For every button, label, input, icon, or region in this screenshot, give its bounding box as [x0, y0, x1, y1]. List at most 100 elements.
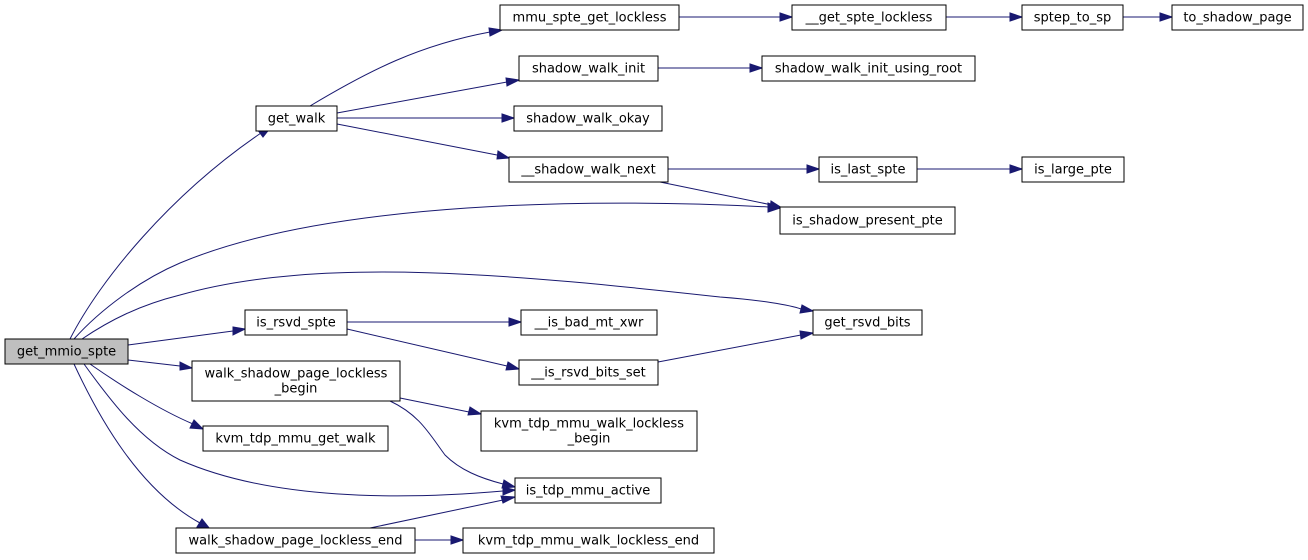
edge-is_rsvd_spte-to-is_bad_mt_xwr — [347, 317, 523, 327]
node-box — [462, 527, 715, 554]
node-kvm-tdp-mmu-get-walk[interactable]: kvm_tdp_mmu_get_walk — [202, 425, 389, 452]
edge-walk_shadow_page_lockless_end-to-is_tdp_mmu_active — [369, 495, 517, 529]
node-label: walk_shadow_page_lockless_end — [189, 534, 403, 549]
node-sptep-to-sp[interactable]: sptep_to_sp — [1021, 4, 1124, 31]
edge-arrowhead-icon — [189, 419, 205, 430]
node-label: __get_spte_lockless — [805, 11, 933, 26]
edge-shadow_walk_init-to-shadow_walk_init_using_root — [658, 63, 764, 73]
edge-is_rsvd_bits_set-to-get_rsvd_bits — [657, 330, 815, 363]
node-box — [1021, 4, 1124, 31]
edge-get_mmio_spte-to-is_shadow_present_pte — [73, 202, 782, 340]
node-box — [244, 309, 348, 336]
edge-arrowhead-icon — [779, 12, 794, 22]
edge-get_mmio_spte-to-kvm_tdp_mmu_get_walk — [89, 363, 205, 430]
edge-arrowhead-icon — [502, 486, 517, 496]
node-label: is_tdp_mmu_active — [526, 484, 651, 499]
edge-shadow_walk_next-to-is_last_spte — [668, 164, 821, 174]
node-mmu-spte-get-lockless[interactable]: mmu_spte_get_lockless — [499, 4, 680, 31]
edge-arrowhead-icon — [749, 63, 764, 73]
edge-arrowhead-icon — [179, 361, 194, 371]
node-box — [514, 477, 662, 504]
node-get-mmio-spte[interactable]: get_mmio_spte — [4, 338, 129, 365]
node-shadow-walk-init[interactable]: shadow_walk_init — [518, 55, 659, 82]
node-box — [518, 359, 659, 386]
edge-arrowhead-icon — [505, 361, 521, 371]
edge-arrowhead-icon — [1009, 164, 1024, 174]
node-box — [508, 156, 669, 183]
node-label: get_rsvd_bits — [824, 316, 910, 331]
node-label: _begin — [567, 432, 611, 447]
node-label: shadow_walk_okay — [526, 112, 650, 127]
node-shadow-walk-next[interactable]: __shadow_walk_next — [508, 156, 669, 183]
node-is-bad-mt-xwr[interactable]: __is_bad_mt_xwr — [520, 309, 658, 336]
edge-arrowhead-icon — [1159, 12, 1174, 22]
node-label: sptep_to_sp — [1034, 11, 1111, 26]
edge-line — [659, 181, 773, 206]
node-is-shadow-present-pte[interactable]: is_shadow_present_pte — [779, 206, 956, 235]
edge-get_mmio_spte-to-get_rsvd_bits — [81, 271, 815, 340]
edge-line — [309, 31, 491, 107]
edge-get_mmio_spte-to-walk_shadow_page_lockless_begin — [127, 359, 194, 371]
edge-sptep_to_sp-to-to_shadow_page — [1123, 12, 1174, 22]
node-walk-shadow-page-lockless-begin[interactable]: walk_shadow_page_lockless_begin — [191, 360, 401, 402]
edge-line — [389, 400, 504, 485]
edge-line — [83, 363, 504, 497]
edge-line — [657, 334, 802, 363]
edge-get_walk-to-shadow_walk_init — [336, 77, 521, 114]
node-shadow-walk-init-using-root[interactable]: shadow_walk_init_using_root — [761, 55, 976, 82]
edge-line — [127, 330, 234, 346]
edge-get_mmio_spte-to-get_walk — [69, 126, 273, 340]
node-get-rsvd-bits[interactable]: get_rsvd_bits — [812, 309, 923, 336]
edge-arrowhead-icon — [806, 164, 821, 174]
nodes-layer: get_mmio_spte get_walk mmu_spte_get_lockle… — [4, 4, 1304, 554]
node-kvm-tdp-mmu-walk-lockless-begin[interactable]: kvm_tdp_mmu_walk_lockless_begin — [480, 410, 698, 452]
node-is-rsvd-bits-set[interactable]: __is_rsvd_bits_set — [518, 359, 659, 386]
node-label: __is_rsvd_bits_set — [530, 366, 646, 381]
edges-layer — [69, 12, 1174, 545]
node-label: __shadow_walk_next — [520, 163, 655, 178]
edge-arrowhead-icon — [501, 479, 517, 489]
node-kvm-tdp-mmu-walk-lockless-end[interactable]: kvm_tdp_mmu_walk_lockless_end — [462, 527, 715, 554]
edge-arrowhead-icon — [488, 27, 504, 37]
node-box — [520, 309, 658, 336]
edge-line — [81, 271, 802, 340]
edge-arrowhead-icon — [799, 330, 815, 340]
node-is-tdp-mmu-active[interactable]: is_tdp_mmu_active — [514, 477, 662, 504]
node-label: to_shadow_page — [1183, 11, 1291, 26]
node-label: kvm_tdp_mmu_walk_lockless — [494, 417, 684, 432]
node-box — [779, 206, 956, 235]
node-is-large-pte[interactable]: is_large_pte — [1021, 156, 1125, 183]
edge-line — [336, 123, 498, 156]
edge-arrowhead-icon — [508, 317, 523, 327]
node-label: _begin — [274, 382, 318, 397]
edge-is_rsvd_spte-to-is_rsvd_bits_set — [346, 328, 521, 371]
node-shadow-walk-okay[interactable]: shadow_walk_okay — [513, 105, 663, 132]
node-box — [191, 360, 401, 402]
edge-line — [369, 499, 504, 529]
node-label: kvm_tdp_mmu_get_walk — [215, 432, 376, 447]
edge-arrowhead-icon — [769, 200, 784, 210]
edge-get_spte_lockless-to-sptep_to_sp — [946, 12, 1024, 22]
node-label: kvm_tdp_mmu_walk_lockless_end — [478, 534, 699, 549]
node-label: get_walk — [268, 112, 326, 127]
node-get-spte-lockless[interactable]: __get_spte_lockless — [791, 4, 947, 31]
edge-line — [73, 202, 769, 340]
node-box — [518, 55, 659, 82]
node-is-last-spte[interactable]: is_last_spte — [818, 156, 918, 183]
edge-is_last_spte-to-is_large_pte — [917, 164, 1024, 174]
node-label: shadow_walk_init — [532, 62, 645, 77]
edge-line — [127, 359, 181, 367]
node-label: mmu_spte_get_lockless — [513, 11, 667, 26]
node-box — [1021, 156, 1125, 183]
node-label: is_shadow_present_pte — [792, 214, 942, 229]
edge-arrowhead-icon — [501, 113, 516, 123]
node-label: is_rsvd_spte — [256, 316, 336, 331]
node-label: __is_bad_mt_xwr — [534, 316, 644, 331]
node-get-walk[interactable]: get_walk — [255, 105, 338, 132]
node-walk-shadow-page-lockless-end[interactable]: walk_shadow_page_lockless_end — [175, 527, 416, 554]
node-to-shadow-page[interactable]: to_shadow_page — [1171, 4, 1304, 31]
edge-arrowhead-icon — [467, 406, 483, 416]
node-is-rsvd-spte[interactable]: is_rsvd_spte — [244, 309, 348, 336]
edge-mmu_spte_get_lockless-to-get_spte_lockless — [679, 12, 794, 22]
